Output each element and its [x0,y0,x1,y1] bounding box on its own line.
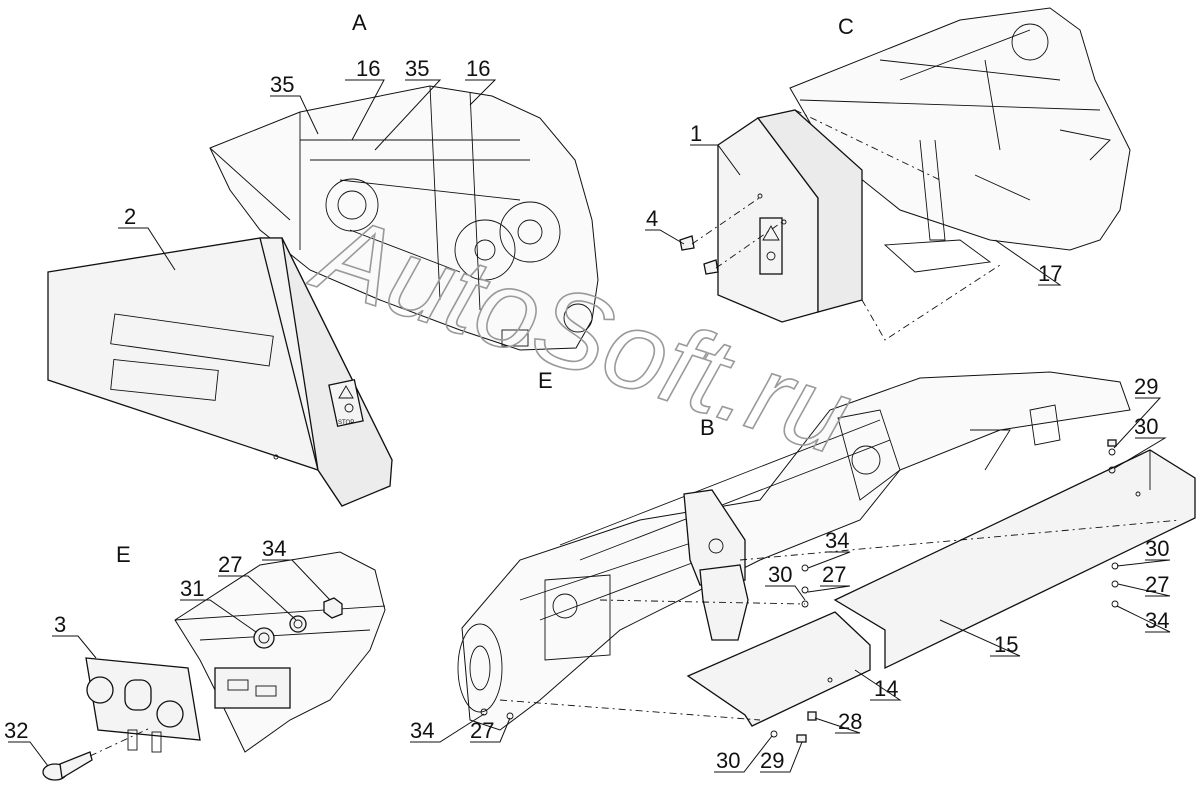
callout-34: 34 [825,528,849,553]
callout-34: 34 [262,536,286,561]
part-31-washer [253,627,275,649]
part-27-washer [289,615,307,633]
callout-32: 32 [4,718,28,743]
callout-30: 30 [1134,414,1158,439]
part-34-nut [323,597,343,619]
callout-30: 30 [1145,536,1169,561]
callout-34: 34 [1145,608,1169,633]
part-14-shield [686,611,871,727]
callout-1: 1 [690,121,702,146]
callout-27: 27 [822,562,846,587]
callout-27: 27 [470,718,494,743]
callout-28: 28 [838,709,862,734]
view-e-assembly [174,551,386,753]
callout-17: 17 [1038,261,1062,286]
callout-labels: 35 16 35 16 2 1 4 17 29 30 34 30 27 30 2… [4,56,1169,773]
callout-35: 35 [405,56,429,81]
callout-35: 35 [270,72,294,97]
pulley-right-icon [499,201,561,263]
warning-sticker-cover [759,217,783,275]
view-label-e-ref: E [538,368,553,393]
callout-4: 4 [646,206,658,231]
part-3-plate [85,657,201,753]
callout-15: 15 [994,632,1018,657]
callout-30: 30 [716,748,740,773]
bearing-bracket [683,489,746,586]
view-label-e: E [116,542,131,567]
part-2-belt-guard: STOP [47,237,393,507]
pulley-lower-icon [454,219,516,281]
view-labels: A B C E E [116,10,854,567]
plate-holder [214,667,291,709]
pulley-b-icon [457,623,503,713]
callout-30: 30 [768,562,792,587]
callout-16: 16 [356,56,380,81]
callout-34: 34 [410,718,434,743]
callout-2: 2 [124,204,136,229]
leader-lines [8,79,1171,773]
view-b-assembly [457,371,1131,731]
fasteners-b [480,439,1181,743]
view-label-a: A [352,10,367,35]
callout-27: 27 [1145,572,1169,597]
view-label-b: B [700,415,715,440]
sprocket-icon [1011,23,1049,61]
view-a-assembly [209,85,599,351]
callout-29: 29 [1134,374,1158,399]
stop-sticker-small [501,329,529,347]
callout-31: 31 [180,576,204,601]
callout-16: 16 [466,56,490,81]
callout-29: 29 [760,748,784,773]
callout-3: 3 [54,612,66,637]
part-1-cover [717,109,863,323]
sticker-stop-text: STOP [338,420,354,426]
warning-sticker [328,378,364,428]
view-label-c: C [838,14,854,39]
part-15-shield [833,449,1196,670]
callout-27: 27 [218,552,242,577]
part-32-bolt [42,727,151,781]
view-c-assembly [789,7,1131,273]
bracket-base [883,239,992,273]
part-4-bolts [679,195,783,275]
callout-14: 14 [874,676,898,701]
